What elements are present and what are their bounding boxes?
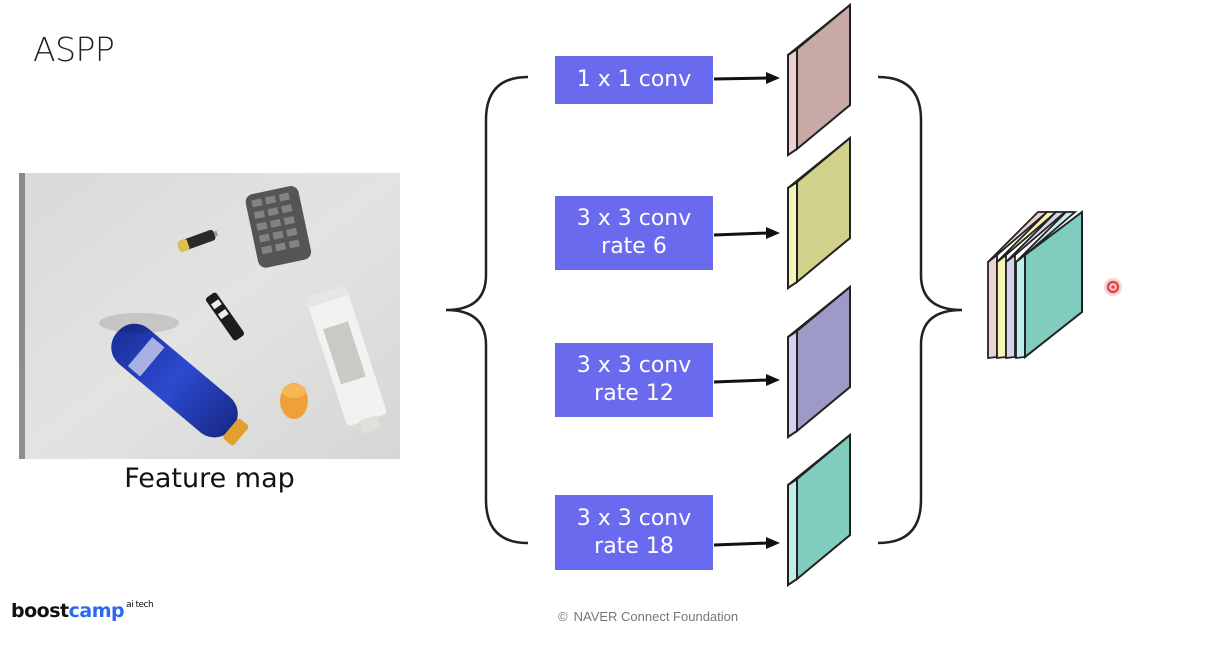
slide-title: ASPP — [33, 30, 115, 69]
battery-object — [177, 229, 219, 252]
right-brace — [877, 75, 963, 545]
feature-slab-front — [796, 135, 851, 285]
output-layer-edge — [1015, 253, 1026, 360]
feature-map-caption: Feature map — [124, 463, 295, 494]
left-brace — [445, 75, 529, 545]
output-front-face — [1024, 209, 1083, 360]
conv-box-rate-6: 3 x 3 conv rate 6 — [555, 196, 713, 270]
feature-slab-edge — [787, 180, 798, 290]
arrow-branch-3 — [713, 374, 780, 386]
feature-slab-edge — [787, 477, 798, 587]
arrow-branch-4 — [713, 537, 780, 549]
small-tube-object — [205, 292, 245, 341]
logo-sup: ai tech — [126, 600, 154, 610]
conv-box-rate-6-line2: rate 6 — [601, 234, 667, 259]
logo-part1: boost — [11, 600, 69, 622]
conv-box-rate-18-line2: rate 18 — [594, 533, 674, 559]
logo-part2: camp — [68, 600, 125, 622]
output-layer-edge — [987, 253, 998, 360]
conv-box-rate-18: 3 x 3 conv rate 18 — [555, 495, 713, 570]
feature-slab-edge — [787, 47, 798, 157]
arrow-branch-1 — [713, 72, 780, 84]
conv-box-rate-12-line1: 3 x 3 conv — [576, 353, 692, 378]
conv-box-rate-18-line1: 3 x 3 conv — [576, 505, 692, 531]
feature-slab-2 — [787, 135, 851, 291]
feature-slab-front — [796, 2, 851, 152]
output-layer-edge — [996, 253, 1007, 360]
feature-slab-3 — [787, 284, 851, 440]
feature-slab-edge — [787, 329, 798, 439]
feature-slab-1 — [787, 2, 851, 158]
conv-box-1x1-label: 1 x 1 conv — [576, 67, 692, 92]
white-tube-object — [305, 285, 387, 434]
feature-map-photo — [19, 173, 400, 459]
copyright-notice: © NAVER Connect Foundation — [558, 609, 738, 624]
blue-bottle-object — [111, 323, 249, 446]
pad-object — [245, 186, 312, 268]
conv-box-rate-12-line2: rate 12 — [594, 381, 674, 406]
photo-illustration — [19, 173, 400, 459]
conv-box-1x1: 1 x 1 conv — [555, 56, 713, 104]
copyright-text: NAVER Connect Foundation — [573, 609, 739, 624]
feature-slab-4 — [787, 432, 851, 588]
pointer-indicator — [1104, 278, 1122, 296]
arrow-branch-2 — [713, 227, 780, 239]
conv-box-rate-6-line1: 3 x 3 conv — [576, 206, 692, 231]
feature-slab-front — [796, 284, 851, 434]
conv-box-rate-12: 3 x 3 conv rate 12 — [555, 343, 713, 417]
feature-slab-front — [796, 432, 851, 582]
copyright-icon: © — [558, 609, 568, 624]
output-layer-edge — [1005, 253, 1016, 360]
